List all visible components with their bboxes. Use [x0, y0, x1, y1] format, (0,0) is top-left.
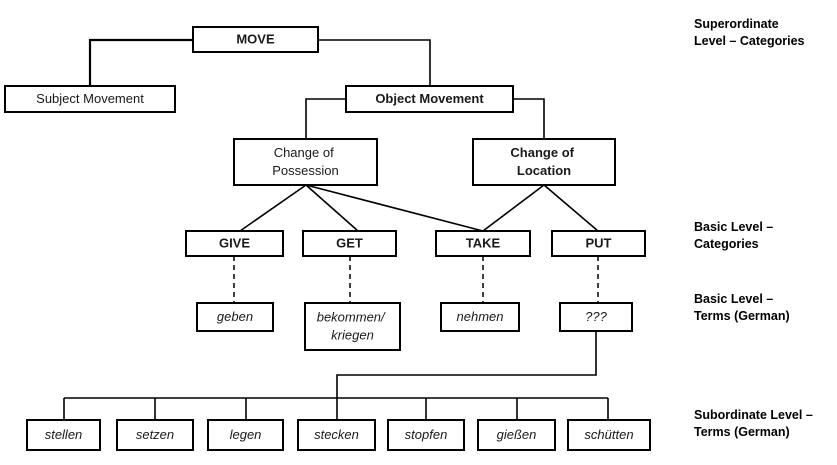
node-object-movement-box: [345, 85, 514, 113]
node-giessen[interactable]: gießen: [477, 419, 556, 451]
edge-location-to-take: [482, 184, 545, 232]
node-stellen-box: [26, 419, 101, 451]
edge-possession-to-take: [305, 184, 484, 232]
level-label-superordinate-line1: Superordinate: [694, 17, 779, 31]
edge-object-movement-to-change-of-possession: [305, 98, 346, 139]
node-change-of-possession-line2: Possession: [272, 163, 338, 178]
level-label-basic-terms: Basic Level – Terms (German): [694, 292, 790, 323]
node-bekommen-kriegen[interactable]: bekommen/ kriegen: [304, 302, 401, 351]
level-label-layer: Superordinate Level – Categories Basic L…: [694, 17, 816, 439]
level-label-subordinate-terms: Subordinate Level – Terms (German): [694, 408, 816, 439]
node-subject-movement[interactable]: Subject Movement: [4, 85, 176, 113]
node-take-label: TAKE: [466, 235, 501, 250]
level-label-basic-terms-line2: Terms (German): [694, 309, 790, 323]
node-put-label: PUT: [586, 235, 612, 250]
edge-move-to-subject-movement: [88, 38, 193, 86]
level-label-basic-categories-line1: Basic Level –: [694, 220, 773, 234]
node-object-movement-label: Object Movement: [375, 91, 484, 106]
node-giessen-box: [477, 419, 556, 451]
edge-object-movement-to-change-of-location: [513, 98, 545, 139]
node-setzen-label: setzen: [136, 427, 174, 442]
level-label-superordinate-line2: Level – Categories: [694, 34, 805, 48]
node-geben[interactable]: geben: [196, 302, 274, 332]
level-label-subordinate-terms-line1: Subordinate Level –: [694, 408, 813, 422]
node-schuetten-box: [567, 419, 651, 451]
node-subject-movement-label: Subject Movement: [36, 91, 144, 106]
node-setzen-box: [116, 419, 194, 451]
node-geben-box: [196, 302, 274, 332]
level-label-basic-categories: Basic Level – Categories: [694, 220, 777, 251]
node-legen[interactable]: legen: [207, 419, 284, 451]
node-stellen-label: stellen: [45, 427, 83, 442]
node-get-label: GET: [336, 235, 363, 250]
node-subject-movement-box: [4, 85, 176, 113]
node-object-movement[interactable]: Object Movement: [345, 85, 514, 113]
node-move[interactable]: MOVE: [192, 26, 319, 53]
node-take-box: [435, 230, 531, 257]
node-legen-box: [207, 419, 284, 451]
node-change-of-possession[interactable]: Change of Possession: [233, 138, 378, 186]
node-change-of-possession-label: Change of Possession: [272, 145, 338, 178]
node-put[interactable]: PUT: [551, 230, 646, 257]
node-nehmen[interactable]: nehmen: [440, 302, 520, 332]
node-bekommen-kriegen-line2: kriegen: [331, 328, 374, 343]
node-setzen[interactable]: setzen: [116, 419, 194, 451]
node-change-of-location-label: Change of Location: [510, 145, 577, 178]
connector-layer: [63, 38, 609, 420]
node-stopfen-label: stopfen: [405, 427, 448, 442]
node-unknown-box: [559, 302, 633, 332]
node-legen-label: legen: [230, 427, 262, 442]
node-stopfen[interactable]: stopfen: [387, 419, 465, 451]
node-get[interactable]: GET: [302, 230, 397, 257]
node-stecken-box: [297, 419, 376, 451]
level-label-basic-terms-line1: Basic Level –: [694, 292, 773, 306]
node-move-box: [192, 26, 319, 53]
node-stecken-label: stecken: [314, 427, 359, 442]
edge-location-to-put: [543, 184, 599, 232]
edge-possession-to-give: [239, 184, 307, 232]
node-give-label: GIVE: [219, 235, 250, 250]
node-geben-label: geben: [217, 309, 253, 324]
node-change-of-location[interactable]: Change of Location: [472, 138, 616, 186]
level-label-superordinate: Superordinate Level – Categories: [694, 17, 805, 48]
node-change-of-possession-box: [233, 138, 378, 186]
node-bekommen-kriegen-box: [304, 302, 401, 351]
node-change-of-location-line2: Location: [517, 163, 571, 178]
node-give-box: [185, 230, 284, 257]
node-change-of-location-box: [472, 138, 616, 186]
node-unknown[interactable]: ???: [559, 302, 633, 332]
edge-possession-to-get: [305, 184, 359, 232]
node-move-label: MOVE: [236, 31, 275, 46]
level-label-basic-categories-line2: Categories: [694, 237, 759, 251]
node-stecken[interactable]: stecken: [297, 419, 376, 451]
node-stellen[interactable]: stellen: [26, 419, 101, 451]
node-schuetten[interactable]: schütten: [567, 419, 651, 451]
node-change-of-location-line1: Change of: [510, 145, 574, 160]
node-stopfen-box: [387, 419, 465, 451]
node-nehmen-box: [440, 302, 520, 332]
level-label-subordinate-terms-line2: Terms (German): [694, 425, 790, 439]
node-take[interactable]: TAKE: [435, 230, 531, 257]
node-get-box: [302, 230, 397, 257]
node-put-box: [551, 230, 646, 257]
node-change-of-possession-line1: Change of: [274, 145, 334, 160]
node-give[interactable]: GIVE: [185, 230, 284, 257]
node-giessen-label: gießen: [497, 427, 537, 442]
node-bekommen-kriegen-line1: bekommen/: [317, 310, 386, 325]
node-schuetten-label: schütten: [584, 427, 633, 442]
node-bekommen-kriegen-label: bekommen/ kriegen: [317, 310, 389, 343]
node-unknown-label: ???: [585, 309, 607, 324]
edge-unknown-to-subordinate-bus: [336, 331, 597, 398]
node-layer: MOVE Subject Movement Object Movement Ch…: [4, 26, 651, 451]
node-nehmen-label: nehmen: [457, 309, 504, 324]
edge-move-to-object-movement: [318, 39, 431, 86]
